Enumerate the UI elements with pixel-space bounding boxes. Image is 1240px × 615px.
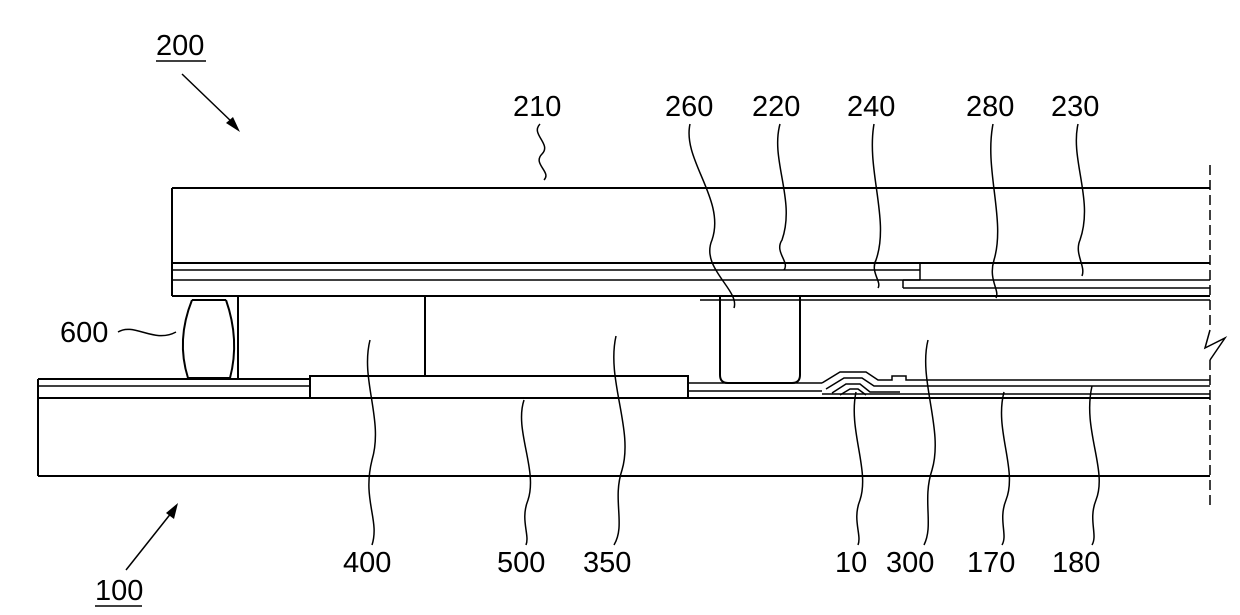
leader-600 bbox=[118, 329, 176, 335]
label-170: 170 bbox=[967, 547, 1015, 579]
pad-500 bbox=[310, 376, 688, 398]
upper-substrate bbox=[172, 188, 1210, 300]
label-500: 500 bbox=[497, 547, 545, 579]
leader-350 bbox=[614, 336, 625, 545]
lower-reference-labels: 400 500 350 10 300 170 180 bbox=[343, 336, 1100, 579]
upper-reference-labels: 210 260 220 240 280 230 bbox=[513, 91, 1099, 308]
layer-180-profile bbox=[822, 372, 1210, 383]
member-600-outer-arc bbox=[183, 300, 192, 378]
leader-10 bbox=[854, 392, 862, 545]
label-400: 400 bbox=[343, 547, 391, 579]
label-350: 350 bbox=[583, 547, 631, 579]
break-line bbox=[1205, 165, 1225, 505]
leader-280 bbox=[991, 124, 998, 298]
conductive-member-600 bbox=[183, 300, 234, 378]
leader-170 bbox=[1001, 392, 1009, 545]
leader-400 bbox=[367, 340, 375, 545]
cell-gap-region bbox=[238, 296, 800, 383]
assembly-100-label: 100 bbox=[95, 575, 143, 607]
label-600: 600 bbox=[60, 317, 108, 349]
leader-230 bbox=[1076, 124, 1084, 276]
assembly-100-callout: 100 bbox=[95, 503, 178, 607]
break-zigzag bbox=[1205, 330, 1225, 360]
label-210: 210 bbox=[513, 91, 561, 123]
leader-220 bbox=[778, 124, 787, 270]
leader-500 bbox=[522, 400, 531, 545]
assembly-200-label: 200 bbox=[156, 30, 204, 62]
label-300: 300 bbox=[886, 547, 934, 579]
assembly-200-callout: 200 bbox=[156, 30, 240, 132]
leader-210 bbox=[537, 124, 546, 180]
label-180: 180 bbox=[1052, 547, 1100, 579]
label-260: 260 bbox=[665, 91, 713, 123]
label-220: 220 bbox=[752, 91, 800, 123]
label-10: 10 bbox=[835, 547, 867, 579]
column-spacer-260 bbox=[720, 296, 800, 383]
member-600-inner-arc bbox=[226, 300, 234, 378]
leader-300 bbox=[924, 340, 935, 545]
label-230: 230 bbox=[1051, 91, 1099, 123]
assembly-200-arrow-shaft bbox=[182, 74, 234, 124]
label-240: 240 bbox=[847, 91, 895, 123]
label-280: 280 bbox=[966, 91, 1014, 123]
assembly-100-arrow-shaft bbox=[126, 512, 172, 570]
leader-180 bbox=[1090, 386, 1100, 545]
label-600-group: 600 bbox=[60, 317, 176, 349]
